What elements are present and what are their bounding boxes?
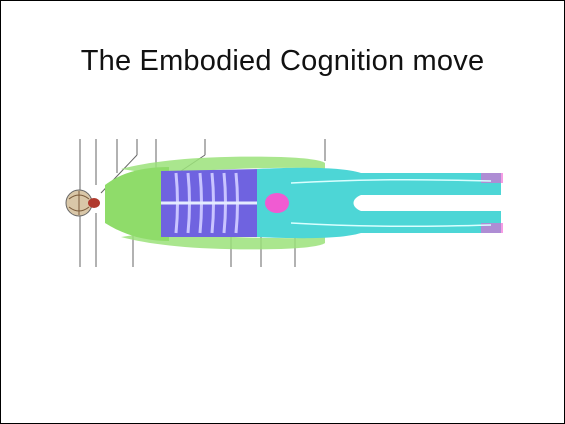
slide-title: The Embodied Cognition move (1, 45, 564, 78)
nervous-system-figure (61, 133, 507, 273)
nervous-system-illustration (61, 133, 507, 273)
